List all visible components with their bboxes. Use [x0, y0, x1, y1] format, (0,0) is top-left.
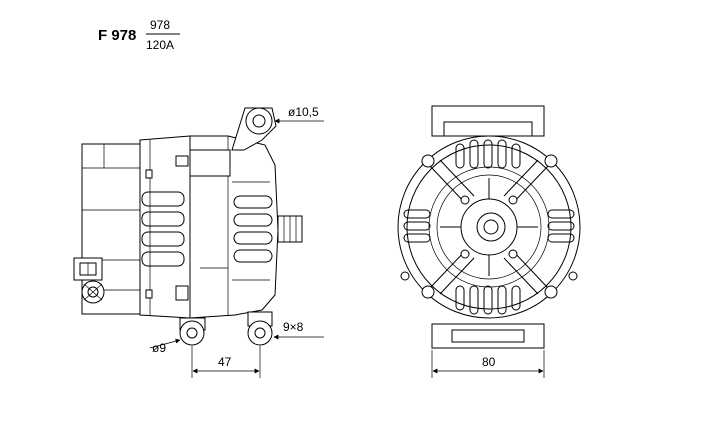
cooling-fins — [403, 139, 575, 315]
ref-number: 978 — [150, 18, 170, 32]
bolt-top-left — [421, 154, 435, 168]
rear-view-dimensions: 80 — [431, 350, 545, 378]
title-block: F 978 978 120A — [98, 18, 180, 52]
side-view — [73, 107, 303, 346]
rear-view — [397, 105, 581, 349]
rear-width-dim: 80 — [482, 355, 496, 369]
bolt-bottom-right — [544, 285, 558, 299]
bolt-top-right — [544, 154, 558, 168]
pulley-hole-dim: ø10,5 — [288, 105, 319, 119]
thread-dim: 9×8 — [283, 320, 304, 334]
bolt-bottom-left — [421, 285, 435, 299]
amperage: 120A — [146, 38, 174, 52]
side-view-dimensions: ø10,5 9×8 ø9 47 — [149, 105, 324, 378]
mount-spacing-dim: 47 — [218, 355, 232, 369]
support-arms — [429, 159, 549, 295]
part-number: F 978 — [98, 27, 136, 44]
mount-hole-dim: ø9 — [152, 341, 166, 355]
